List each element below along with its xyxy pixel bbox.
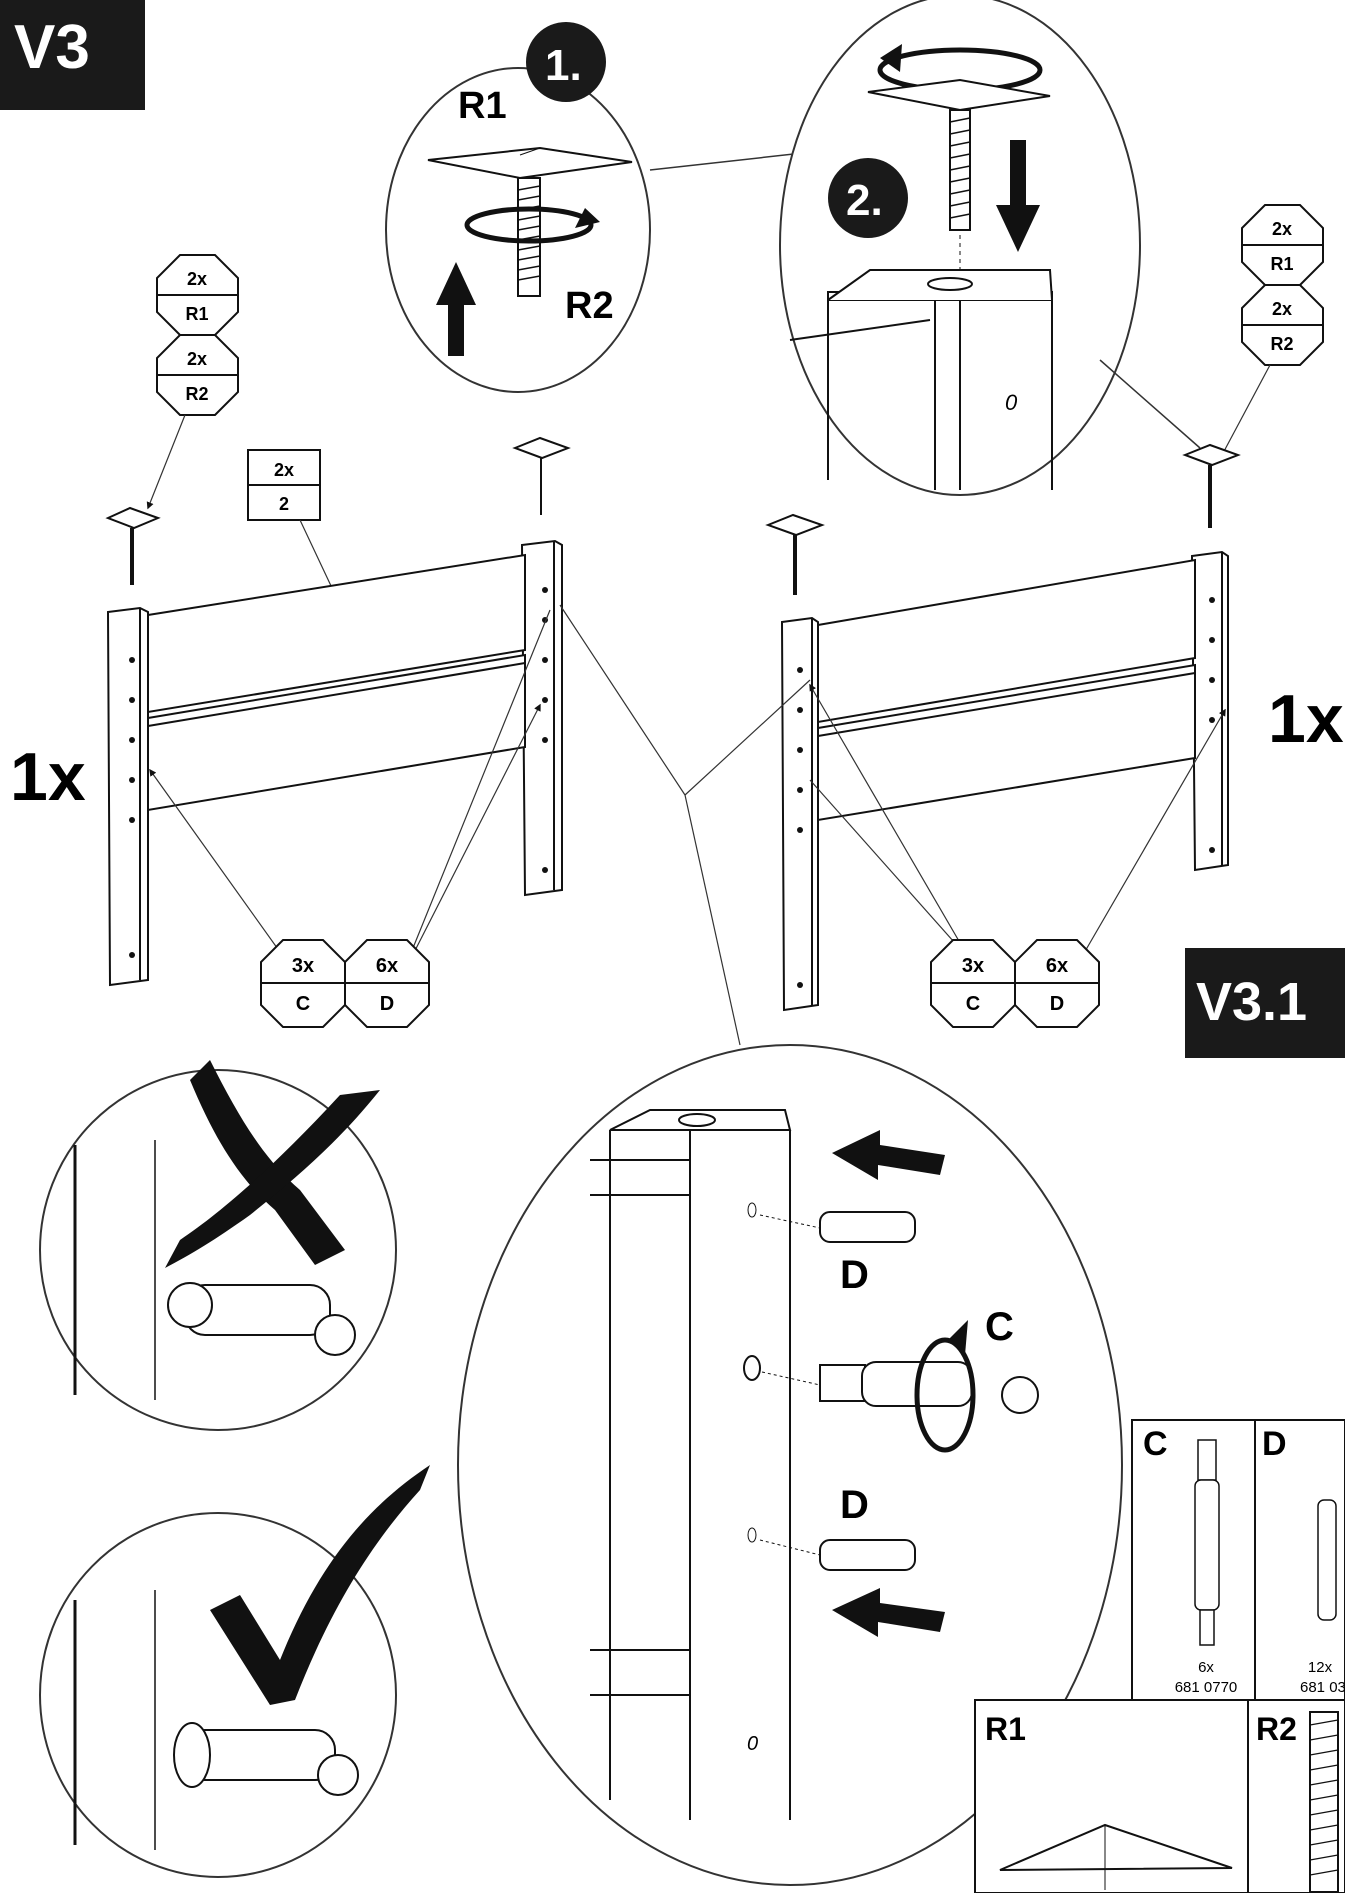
step-two-badge	[828, 158, 908, 238]
svg-text:6x: 6x	[1198, 1659, 1214, 1676]
svg-text:R2: R2	[185, 384, 208, 404]
svg-text:C: C	[985, 1305, 1014, 1349]
correct-check-icon	[210, 1465, 430, 1705]
svg-text:2x: 2x	[1272, 219, 1292, 239]
svg-text:1x: 1x	[10, 739, 86, 815]
svg-text:6x: 6x	[376, 955, 398, 977]
svg-text:2x: 2x	[187, 269, 207, 289]
wrong-cross-icon	[165, 1060, 380, 1268]
rotate-arrow-icon	[464, 206, 594, 244]
svg-text:D: D	[840, 1483, 869, 1527]
right-headboard	[765, 443, 1241, 1012]
svg-text:2: 2	[279, 494, 289, 514]
badge-left-r1: 2x R1	[156, 254, 239, 336]
correct-example	[39, 1465, 430, 1878]
wrong-example	[39, 1060, 397, 1431]
svg-text:D: D	[1262, 1425, 1287, 1463]
badge-right-d: 6x D	[1014, 939, 1100, 1028]
push-arrow-icon	[832, 1588, 945, 1637]
detail-circle-cam-dowel: 0 D C D	[457, 1044, 1123, 1886]
svg-text:D: D	[1050, 993, 1064, 1015]
svg-text:R2: R2	[565, 285, 614, 327]
detail-circle-screw-into-post: 2. 0	[779, 0, 1141, 496]
svg-text:R2: R2	[1256, 1711, 1297, 1747]
parts-box-r1-r2: R1 R2	[974, 1699, 1345, 1893]
svg-text:D: D	[380, 993, 394, 1015]
svg-text:3x: 3x	[292, 955, 314, 977]
rotate-arrow-icon	[914, 1337, 976, 1453]
svg-text:681 035: 681 035	[1300, 1679, 1345, 1696]
badge-right-r2: 2x R2	[1241, 284, 1324, 366]
svg-text:3x: 3x	[962, 955, 984, 977]
svg-text:0: 0	[1005, 390, 1018, 415]
svg-text:2x: 2x	[187, 349, 207, 369]
svg-text:V3: V3	[14, 13, 90, 82]
step-label: V3	[0, 0, 145, 110]
svg-text:2x: 2x	[1272, 299, 1292, 319]
svg-text:2x: 2x	[274, 460, 294, 480]
svg-text:2.: 2.	[846, 176, 883, 225]
svg-text:D: D	[840, 1253, 869, 1297]
detail-circle-screw-assembly: 1. R1 R2	[385, 22, 651, 393]
parts-box-c-d: C D 6x 681 0770 12x 681 035	[1131, 1419, 1345, 1701]
svg-text:R2: R2	[1270, 334, 1293, 354]
badge-left-c: 3x C	[260, 939, 346, 1028]
svg-text:1x: 1x	[1268, 681, 1344, 757]
svg-text:R1: R1	[458, 85, 507, 127]
sub-step-label: V3.1	[1185, 948, 1345, 1058]
svg-text:12x: 12x	[1308, 1659, 1333, 1676]
push-arrow-icon	[996, 140, 1040, 252]
svg-text:C: C	[1143, 1425, 1168, 1463]
svg-text:0: 0	[747, 1733, 758, 1755]
push-arrow-icon	[832, 1130, 945, 1180]
left-headboard	[105, 436, 571, 987]
badge-left-d: 6x D	[344, 939, 430, 1028]
badge-right-r1: 2x R1	[1241, 204, 1324, 286]
badge-panel: 2x 2	[247, 449, 321, 521]
svg-text:1.: 1.	[545, 41, 582, 90]
svg-text:C: C	[296, 993, 310, 1015]
svg-text:C: C	[966, 993, 980, 1015]
svg-text:R1: R1	[985, 1711, 1026, 1747]
svg-text:V3.1: V3.1	[1196, 972, 1307, 1032]
svg-text:R1: R1	[1270, 254, 1293, 274]
svg-text:6x: 6x	[1046, 955, 1068, 977]
step-one-badge	[526, 22, 606, 102]
svg-text:681 0770: 681 0770	[1175, 1679, 1238, 1696]
badge-left-r2: 2x R2	[156, 334, 239, 416]
badge-right-c: 3x C	[930, 939, 1016, 1028]
svg-text:R1: R1	[185, 304, 208, 324]
push-arrow-icon	[436, 262, 476, 356]
